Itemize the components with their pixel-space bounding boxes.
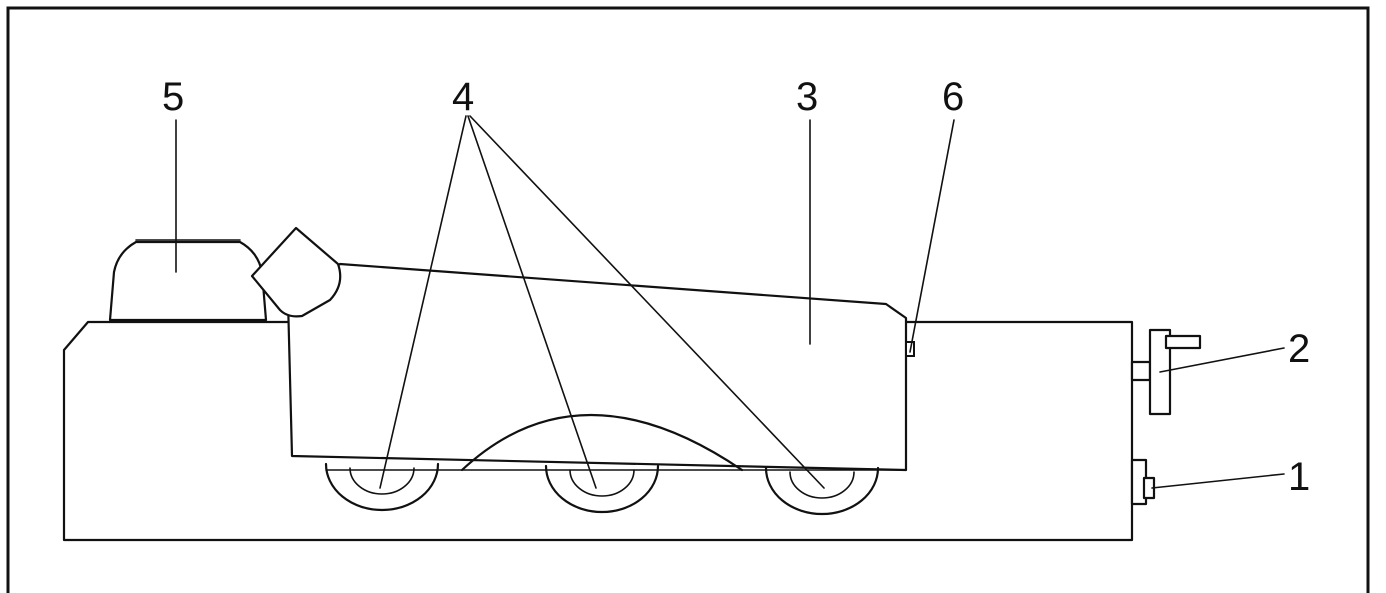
body-arc bbox=[460, 414, 744, 472]
callout-1: 1 bbox=[1288, 455, 1310, 499]
leader-1 bbox=[1151, 473, 1285, 489]
wheel-right bbox=[764, 466, 880, 516]
leader-4b bbox=[467, 115, 597, 489]
callout-5: 5 bbox=[162, 75, 184, 119]
leader-4a bbox=[379, 115, 467, 489]
main-body bbox=[286, 262, 908, 472]
callout-6: 6 bbox=[942, 75, 964, 119]
callout-3: 3 bbox=[796, 75, 818, 119]
connector bbox=[1130, 458, 1156, 506]
handwheel bbox=[1130, 328, 1202, 416]
leader-2 bbox=[1159, 347, 1285, 373]
callout-2: 2 bbox=[1288, 327, 1310, 371]
dome-cap bbox=[108, 240, 268, 322]
leader-4c bbox=[469, 115, 825, 489]
callout-4: 4 bbox=[452, 75, 474, 119]
angled-nozzle bbox=[250, 226, 342, 318]
wheel-middle bbox=[544, 464, 660, 514]
diagram-frame bbox=[6, 6, 1370, 593]
wheel-left bbox=[324, 462, 440, 512]
leader-6 bbox=[909, 119, 955, 353]
